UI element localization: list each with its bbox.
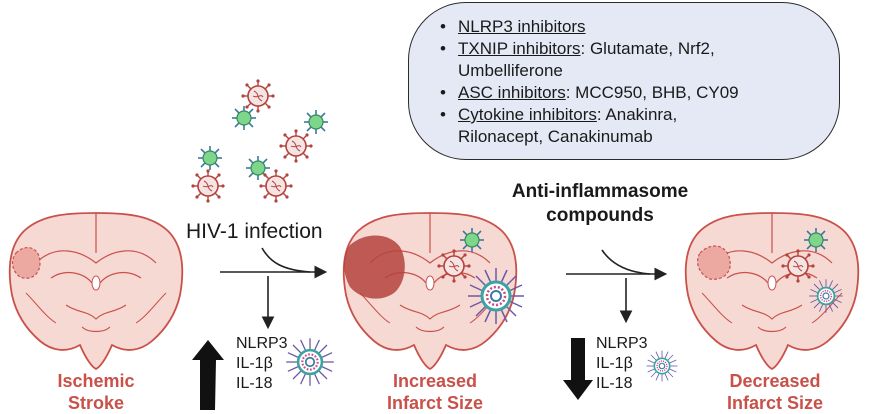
immune-cell-icon: [197, 145, 223, 171]
inhibitor-name: Cytokine inhibitors: [458, 105, 597, 124]
inhibitor-item-cytokine: Cytokine inhibitors: Anakinra, Rilonacept…: [440, 104, 739, 148]
hiv-virus-icon: [436, 248, 472, 284]
arrow-hiv: [220, 247, 328, 330]
label-line2: Infarct Size: [726, 393, 824, 413]
immune-cell-icon: [303, 109, 329, 135]
anti-label-line1: Anti-inflammasome: [511, 181, 689, 202]
label-line2: Stroke: [67, 393, 125, 413]
label-line1: Increased: [392, 371, 478, 391]
label-increased-infarct: Increased Infarct Size: [370, 370, 500, 414]
hiv-virus-icon: [240, 78, 276, 114]
markers-up-list: NLRP3 IL-1β IL-18: [236, 334, 288, 394]
inhibitor-item-nlrp3: NLRP3 inhibitors: [440, 16, 739, 38]
markers-down-list: NLRP3 IL-1β IL-18: [596, 334, 648, 394]
inhibitor-detail-2: Rilonacept, Canakinumab: [458, 127, 653, 146]
increase-arrow-icon: [192, 340, 224, 410]
inflammasome-icon: [808, 278, 844, 314]
brain-ischemic: [8, 212, 184, 370]
infarct-region: [697, 245, 731, 280]
inhibitor-detail: : Glutamate, Nrf2,: [580, 39, 715, 58]
brain-decreased: [684, 212, 860, 370]
inhibitor-detail: : MCC950, BHB, CY09: [565, 83, 739, 102]
inflammasome-icon: [645, 349, 679, 383]
inhibitor-name: ASC inhibitors: [458, 83, 566, 102]
inhibitors-list: NLRP3 inhibitors TXNIP inhibitors: Gluta…: [440, 16, 739, 148]
inflammasome-icon: [466, 266, 526, 326]
brain-increased: [342, 212, 518, 370]
inhibitor-item-txnip: TXNIP inhibitors: Glutamate, Nrf2, Umbell…: [440, 38, 739, 82]
immune-cell-icon: [231, 105, 257, 131]
hiv-virus-icon: [258, 168, 294, 204]
inflammasome-icon: [284, 336, 336, 388]
hiv-virus-icon: [278, 128, 314, 164]
label-line1: Ischemic: [57, 371, 135, 391]
marker-nlrp3: NLRP3: [236, 335, 288, 352]
hiv-infection-label: HIV-1 infection: [186, 220, 323, 243]
marker-il18: IL-18: [236, 375, 273, 392]
hiv-virus-icon: [190, 168, 226, 204]
marker-il1b: IL-1β: [236, 355, 273, 372]
decrease-arrow-icon: [563, 338, 593, 400]
hiv-virus-icon: [780, 248, 816, 284]
infarct-region: [344, 235, 405, 299]
label-line1: Decreased: [729, 371, 821, 391]
label-decreased-infarct: Decreased Infarct Size: [710, 370, 840, 414]
marker-il1b: IL-1β: [596, 355, 633, 372]
marker-il18: IL-18: [596, 375, 633, 392]
label-line2: Infarct Size: [386, 393, 484, 413]
infarct-region: [11, 246, 41, 279]
inhibitor-detail-2: Umbelliferone: [458, 61, 563, 80]
arrow-anti: [566, 249, 668, 324]
inhibitor-name: TXNIP inhibitors: [458, 39, 581, 58]
immune-cell-icon: [803, 227, 829, 253]
label-ischemic-stroke: Ischemic Stroke: [36, 370, 156, 414]
marker-nlrp3: NLRP3: [596, 335, 648, 352]
inhibitor-name: NLRP3 inhibitors: [458, 17, 586, 36]
inhibitor-item-asc: ASC inhibitors: MCC950, BHB, CY09: [440, 82, 739, 104]
virus-cluster: [190, 78, 329, 204]
anti-inflammasome-label: Anti-inflammasome compounds: [480, 180, 720, 228]
inhibitor-detail: : Anakinra,: [596, 105, 678, 124]
anti-label-line2: compounds: [546, 205, 654, 226]
immune-cell-icon: [459, 227, 485, 253]
